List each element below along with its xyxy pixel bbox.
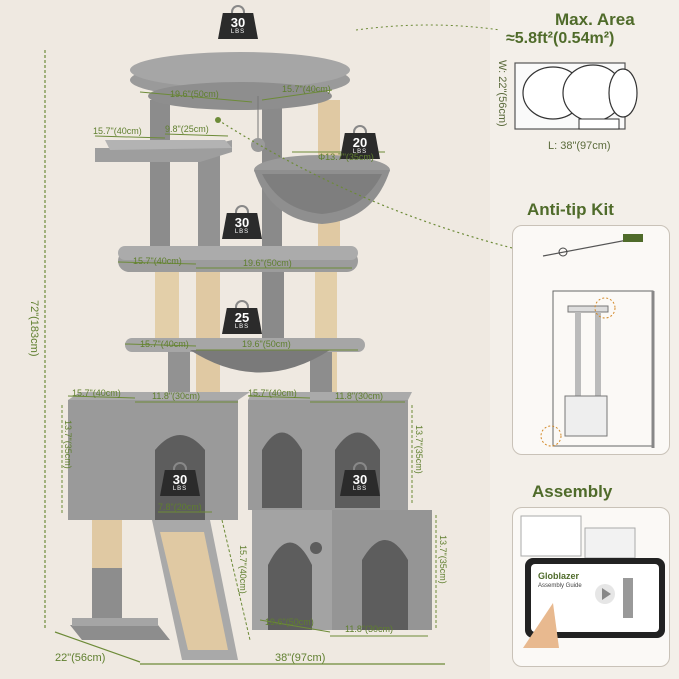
- dim-base-right: 11.8"(30cm): [345, 624, 394, 634]
- area-title: Max. Area: [555, 10, 635, 29]
- area-value: ≈5.8ft²(0.54m²): [506, 30, 615, 47]
- dim-total-width: 38"(97cm): [275, 652, 326, 664]
- assembly-subtitle: Assembly Guide: [538, 583, 582, 589]
- dim-total-depth: 22"(56cm): [55, 652, 106, 664]
- dim-lower-height: 13.7"(35cm): [438, 535, 448, 584]
- antitip-panel: [512, 225, 670, 455]
- dim-cave-r-depth: 15.7"(40cm): [248, 388, 297, 398]
- dim-ramp-width: 7.8"(20cm): [158, 502, 202, 512]
- area-diagram: [513, 57, 641, 137]
- assembly-title: Assembly: [532, 482, 613, 501]
- antitip-illustration: [540, 234, 655, 448]
- dim-hammock-depth: 15.7"(40cm): [140, 339, 189, 349]
- area-w-label: W: 22"(56cm): [496, 60, 508, 127]
- antitip-title: Anti-tip Kit: [527, 200, 614, 219]
- assembly-panel: [512, 507, 670, 667]
- dim-basket-dia: Φ13.7"(35cm): [318, 152, 374, 162]
- dim-base-width: 19.6"(50cm): [265, 617, 314, 627]
- dim-left-perch-depth: 15.7"(40cm): [93, 126, 142, 136]
- area-l-label: L: 38"(97cm): [548, 140, 611, 152]
- dim-hammock-width: 19.6"(50cm): [242, 339, 291, 349]
- dim-cave-r-width: 11.8"(30cm): [335, 391, 384, 401]
- dim-top-depth: 15.7"(40cm): [282, 84, 331, 94]
- dim-cave-l-height: 13.7"(35cm): [63, 420, 73, 469]
- dim-top-width: 19.6"(50cm): [170, 89, 219, 99]
- assembly-brand: Globlazer: [538, 571, 580, 581]
- dim-mid-width: 19.6"(50cm): [243, 258, 292, 268]
- dim-mid-depth: 15.7"(40cm): [133, 256, 182, 266]
- dim-cave-l-depth: 15.7"(40cm): [72, 388, 121, 398]
- dim-left-perch-width: 9.8"(25cm): [165, 124, 209, 134]
- dim-cave-r-height: 13.7"(35cm): [414, 425, 424, 474]
- dim-cave-l-width: 11.8"(30cm): [152, 391, 201, 401]
- assembly-illustration: [520, 515, 665, 648]
- dim-ramp-len: 15.7"(40cm): [238, 545, 248, 594]
- dim-total-height: 72"(183cm): [28, 300, 40, 357]
